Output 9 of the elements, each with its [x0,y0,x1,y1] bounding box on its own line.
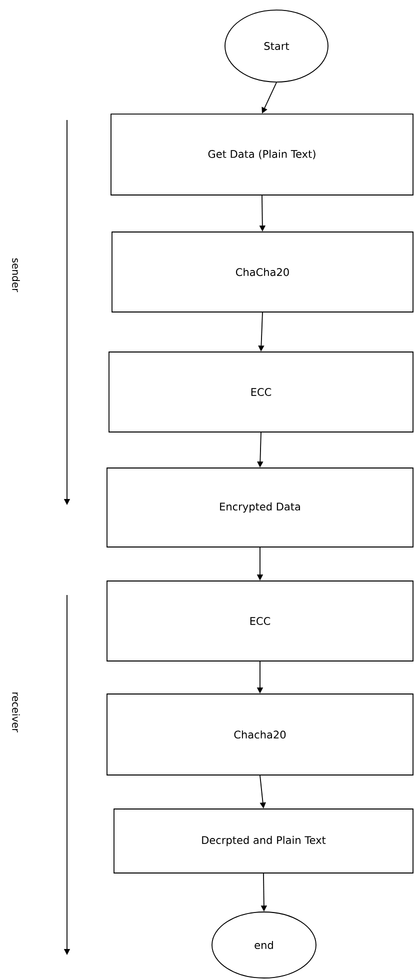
phase-label: receiver [12,692,20,732]
process-box: Chacha20 [106,694,414,776]
process-box: Get Data (Plain Text) [110,114,414,196]
process-box: ECC [108,352,414,432]
process-box: ChaCha20 [112,232,414,312]
process-box: Encrypted Data [106,468,414,548]
process-box: ECC [106,580,414,662]
process-box: Decrpted and Plain Text [114,808,414,874]
phase-label: sender [12,258,20,292]
